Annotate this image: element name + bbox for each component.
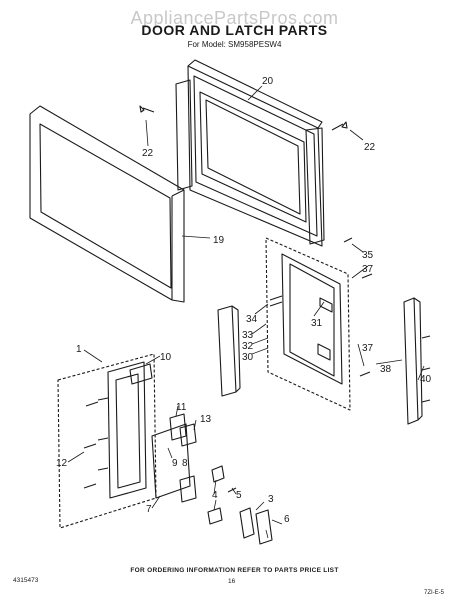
callout-31: 31 (311, 318, 323, 329)
callout-1: 1 (76, 344, 82, 355)
document-number: 4315473 (13, 577, 39, 584)
latch-plate-assembly (265, 237, 351, 411)
callout-11: 11 (176, 402, 187, 413)
part-20-door-frame (175, 59, 325, 247)
callout-33: 33 (242, 330, 254, 341)
part-1-latch-mount (57, 353, 157, 529)
callout-9: 9 (172, 458, 178, 469)
callout-8: 8 (182, 458, 188, 469)
page-number: 16 (228, 578, 236, 585)
callout-30: 30 (242, 352, 254, 363)
part-3-6-latch-hooks (239, 507, 273, 545)
callout-35: 35 (362, 250, 374, 261)
part-38-latch-bracket (403, 297, 423, 425)
callout-5: 5 (236, 490, 242, 501)
callout-34: 34 (246, 314, 258, 325)
callout-13: 13 (200, 414, 212, 425)
model-label: For Model: SM958PESW4 (187, 40, 282, 49)
callout-19: 19 (213, 235, 225, 246)
callout-labels: 20 22 22 19 35 37 34 31 33 32 30 37 38 4… (56, 76, 432, 525)
part-4-5-clips (207, 465, 237, 525)
part-12-screws (83, 401, 99, 489)
callout-22-right: 22 (364, 142, 376, 153)
callout-6: 6 (284, 514, 290, 525)
callout-32: 32 (242, 341, 254, 352)
callout-37-bottom: 37 (362, 343, 374, 354)
part-7-latch-plate (151, 423, 197, 503)
callout-22-left: 22 (142, 148, 154, 159)
callout-40: 40 (420, 374, 432, 385)
page-title: DOOR AND LATCH PARTS (141, 22, 328, 38)
callout-20: 20 (262, 76, 274, 87)
ordering-footer: FOR ORDERING INFORMATION REFER TO PARTS … (130, 567, 339, 574)
callout-4: 4 (212, 490, 218, 501)
callout-10: 10 (160, 352, 172, 363)
revision-code: 7ZI-E-5 (424, 590, 445, 596)
callout-37-top: 37 (362, 264, 374, 275)
callout-7: 7 (146, 504, 152, 515)
callout-38: 38 (380, 364, 392, 375)
callout-12: 12 (56, 458, 68, 469)
part-22-screws (139, 105, 348, 131)
leader-lines (67, 85, 425, 539)
part-32-bracket (217, 305, 241, 397)
part-19-door-panel (29, 105, 185, 303)
watermark: AppliancePartsPros.com (130, 8, 339, 28)
part-11-13-latches (169, 413, 197, 447)
callout-3: 3 (268, 494, 274, 505)
part-35-37-screws (343, 237, 431, 403)
